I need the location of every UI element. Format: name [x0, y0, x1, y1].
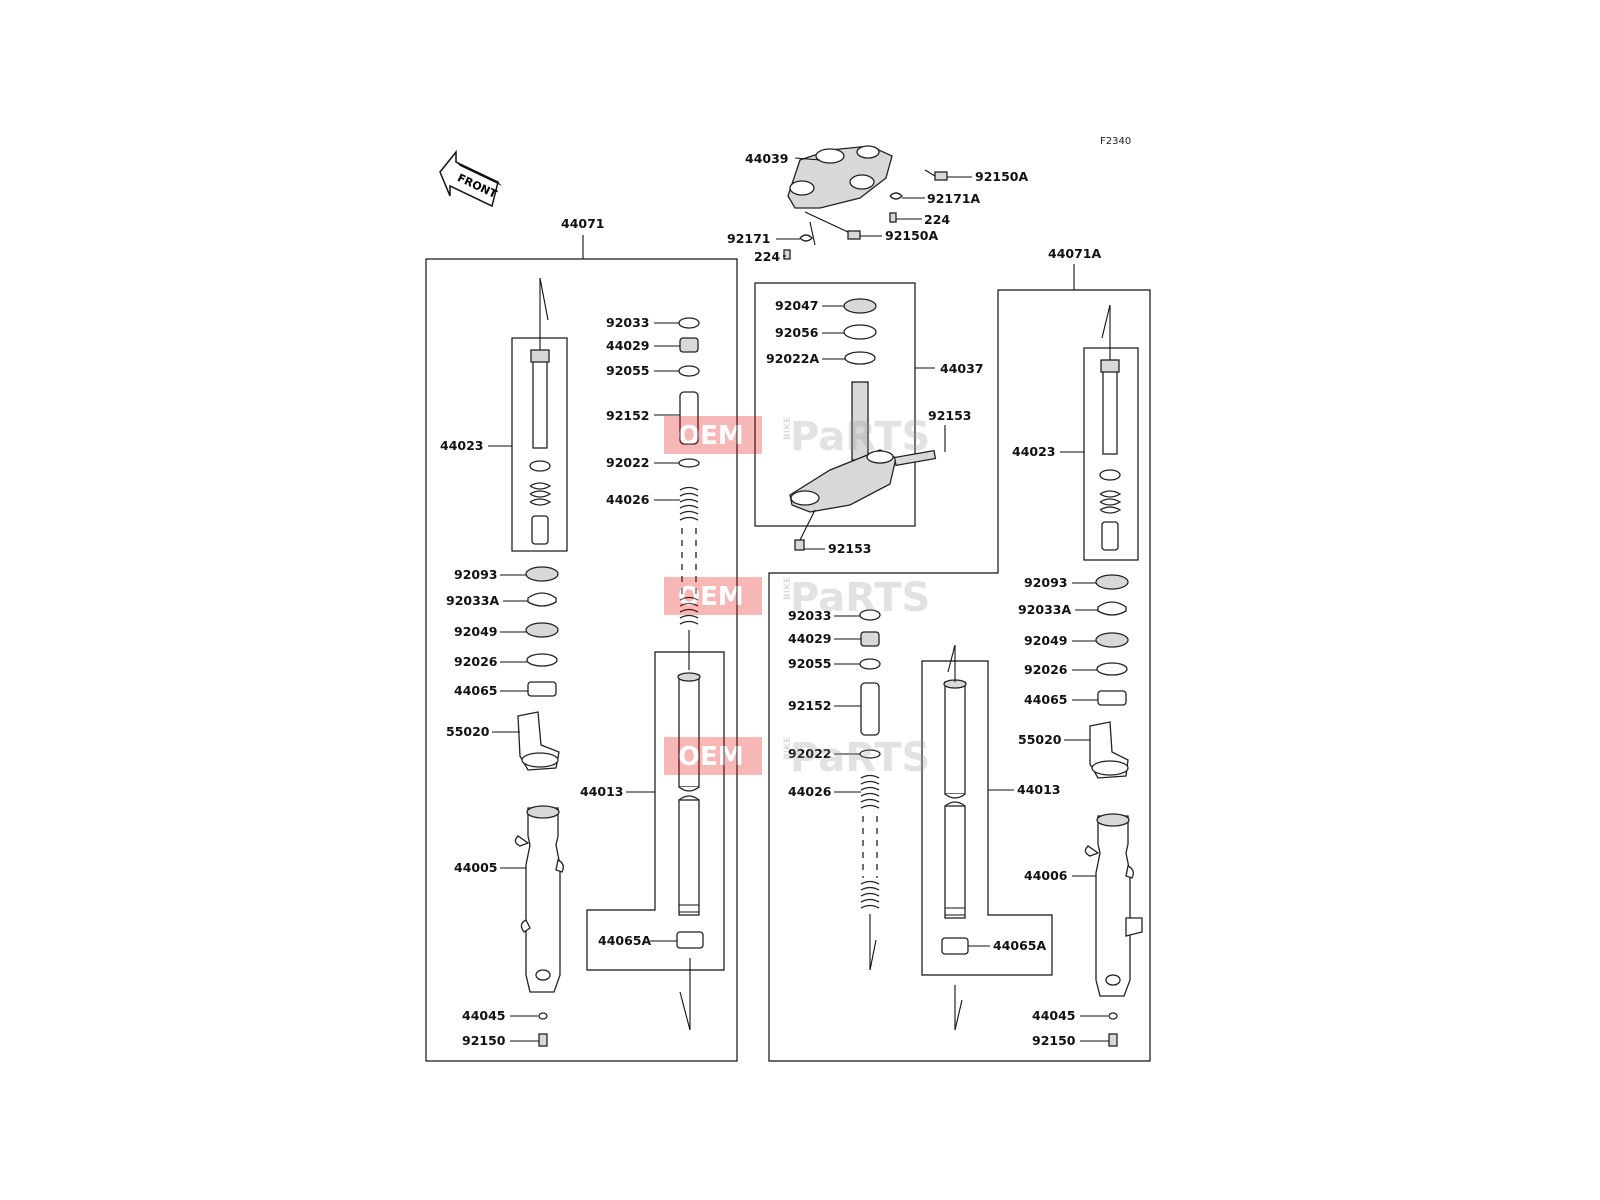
label-44045: 44045 [1032, 1008, 1076, 1023]
label-92150A: 92150A [975, 169, 1028, 184]
label-92153: 92153 [928, 408, 972, 423]
label-92022: 92022 [788, 746, 832, 761]
label-44006: 44006 [1024, 868, 1068, 883]
label-92026: 92026 [454, 654, 498, 669]
label-92033: 92033 [606, 315, 650, 330]
right-fork-outline [768, 289, 1151, 1062]
inner-tube-outline [921, 660, 1053, 976]
label-44013: 44013 [1017, 782, 1061, 797]
label-55020: 55020 [1018, 732, 1062, 747]
o-ring-part [678, 317, 700, 329]
upper-bracket-hole [789, 180, 815, 196]
label-92171: 92171 [727, 231, 771, 246]
label-92022: 92022 [606, 455, 650, 470]
label-44065A: 44065A [993, 938, 1046, 953]
watermark-right: PaRTS [790, 414, 930, 460]
right-cartridge-outline [1083, 347, 1139, 561]
label-92150: 92150 [462, 1033, 506, 1048]
label-92093: 92093 [1024, 575, 1068, 590]
label-92033A: 92033A [446, 593, 499, 608]
upper-bracket-hole [856, 145, 880, 159]
label-44023: 44023 [1012, 444, 1056, 459]
label-44065: 44065 [454, 683, 498, 698]
label-92047: 92047 [775, 298, 819, 313]
upper-bracket-hole [815, 148, 845, 164]
upper-bracket-group: 44039 92150A 92171A 224 92150A 92171 224 [727, 145, 1028, 264]
label-44026: 44026 [606, 492, 650, 507]
label-92152: 92152 [606, 408, 650, 423]
left-fork-outline [425, 258, 738, 1062]
clip-part [889, 192, 903, 200]
label-92150: 92150 [1032, 1033, 1076, 1048]
label-224: 224 [754, 249, 780, 264]
label-92152: 92152 [788, 698, 832, 713]
label-224: 224 [924, 212, 950, 227]
watermark: OEM BIKE PaRTS [664, 735, 930, 781]
watermark-middle: BIKE [783, 737, 793, 760]
label-44065A: 44065A [598, 933, 651, 948]
diagram-code: F2340 [1100, 136, 1131, 147]
stem-outline [754, 282, 916, 527]
upper-bracket-part [787, 145, 893, 209]
label-44039: 44039 [745, 151, 789, 166]
label-44026: 44026 [788, 784, 832, 799]
label-92055: 92055 [606, 363, 650, 378]
watermark-middle: BIKE [783, 417, 793, 440]
bolt-part [847, 230, 861, 240]
label-44071: 44071 [561, 216, 605, 231]
label-92171A: 92171A [927, 191, 980, 206]
label-92049: 92049 [1024, 633, 1068, 648]
label-44029: 44029 [788, 631, 832, 646]
front-arrow-icon: FRONT [439, 149, 502, 208]
screw-part [783, 249, 791, 260]
label-44029: 44029 [606, 338, 650, 353]
label-92022A: 92022A [766, 351, 819, 366]
label-55020: 55020 [446, 724, 490, 739]
label-92055: 92055 [788, 656, 832, 671]
watermark-right: PaRTS [790, 575, 930, 621]
label-44065: 44065 [1024, 692, 1068, 707]
label-92033A: 92033A [1018, 602, 1071, 617]
watermark-middle: BIKE [783, 577, 793, 600]
label-44071A: 44071A [1048, 246, 1101, 261]
left-cartridge-rod [532, 351, 548, 449]
label-92153: 92153 [828, 541, 872, 556]
label-44023: 44023 [440, 438, 484, 453]
label-92056: 92056 [775, 325, 819, 340]
outer-tube-part [525, 807, 561, 993]
left-fork-assembly: 44071 44023 92033 44029 92055 92152 9202… [425, 216, 738, 1062]
label-44005: 44005 [454, 860, 498, 875]
upper-bracket-hole [849, 174, 875, 190]
watermark-group: OEM BIKE PaRTS OEM BIKE PaRTS OEM BIKE P… [664, 414, 930, 781]
watermark-right: PaRTS [790, 735, 930, 781]
label-92093: 92093 [454, 567, 498, 582]
label-92026: 92026 [1024, 662, 1068, 677]
label-92049: 92049 [454, 624, 498, 639]
label-92150A: 92150A [885, 228, 938, 243]
watermark-left: OEM [678, 582, 744, 612]
watermark-left: OEM [678, 421, 744, 451]
cap-bolt-part [679, 337, 699, 353]
inner-tube-lower [678, 799, 700, 916]
left-cartridge-cap [530, 349, 550, 363]
label-44037: 44037 [940, 361, 984, 376]
bolt-part [934, 171, 948, 181]
watermark: OEM BIKE PaRTS [664, 575, 930, 621]
steering-stem-assembly: 44037 92047 92056 92022A 92153 92153 [754, 282, 984, 556]
watermark: OEM BIKE PaRTS [664, 414, 930, 460]
clip-part [799, 234, 813, 242]
inner-tube-outline [586, 651, 725, 971]
watermark-left: OEM [678, 742, 744, 772]
label-92033: 92033 [788, 608, 832, 623]
screw-part [889, 212, 897, 223]
right-fork-assembly: 44071A 44023 92093 92033A 92049 92026 44… [768, 246, 1151, 1062]
spacer-tube-part [679, 391, 699, 445]
label-44045: 44045 [462, 1008, 506, 1023]
label-44013: 44013 [580, 784, 624, 799]
